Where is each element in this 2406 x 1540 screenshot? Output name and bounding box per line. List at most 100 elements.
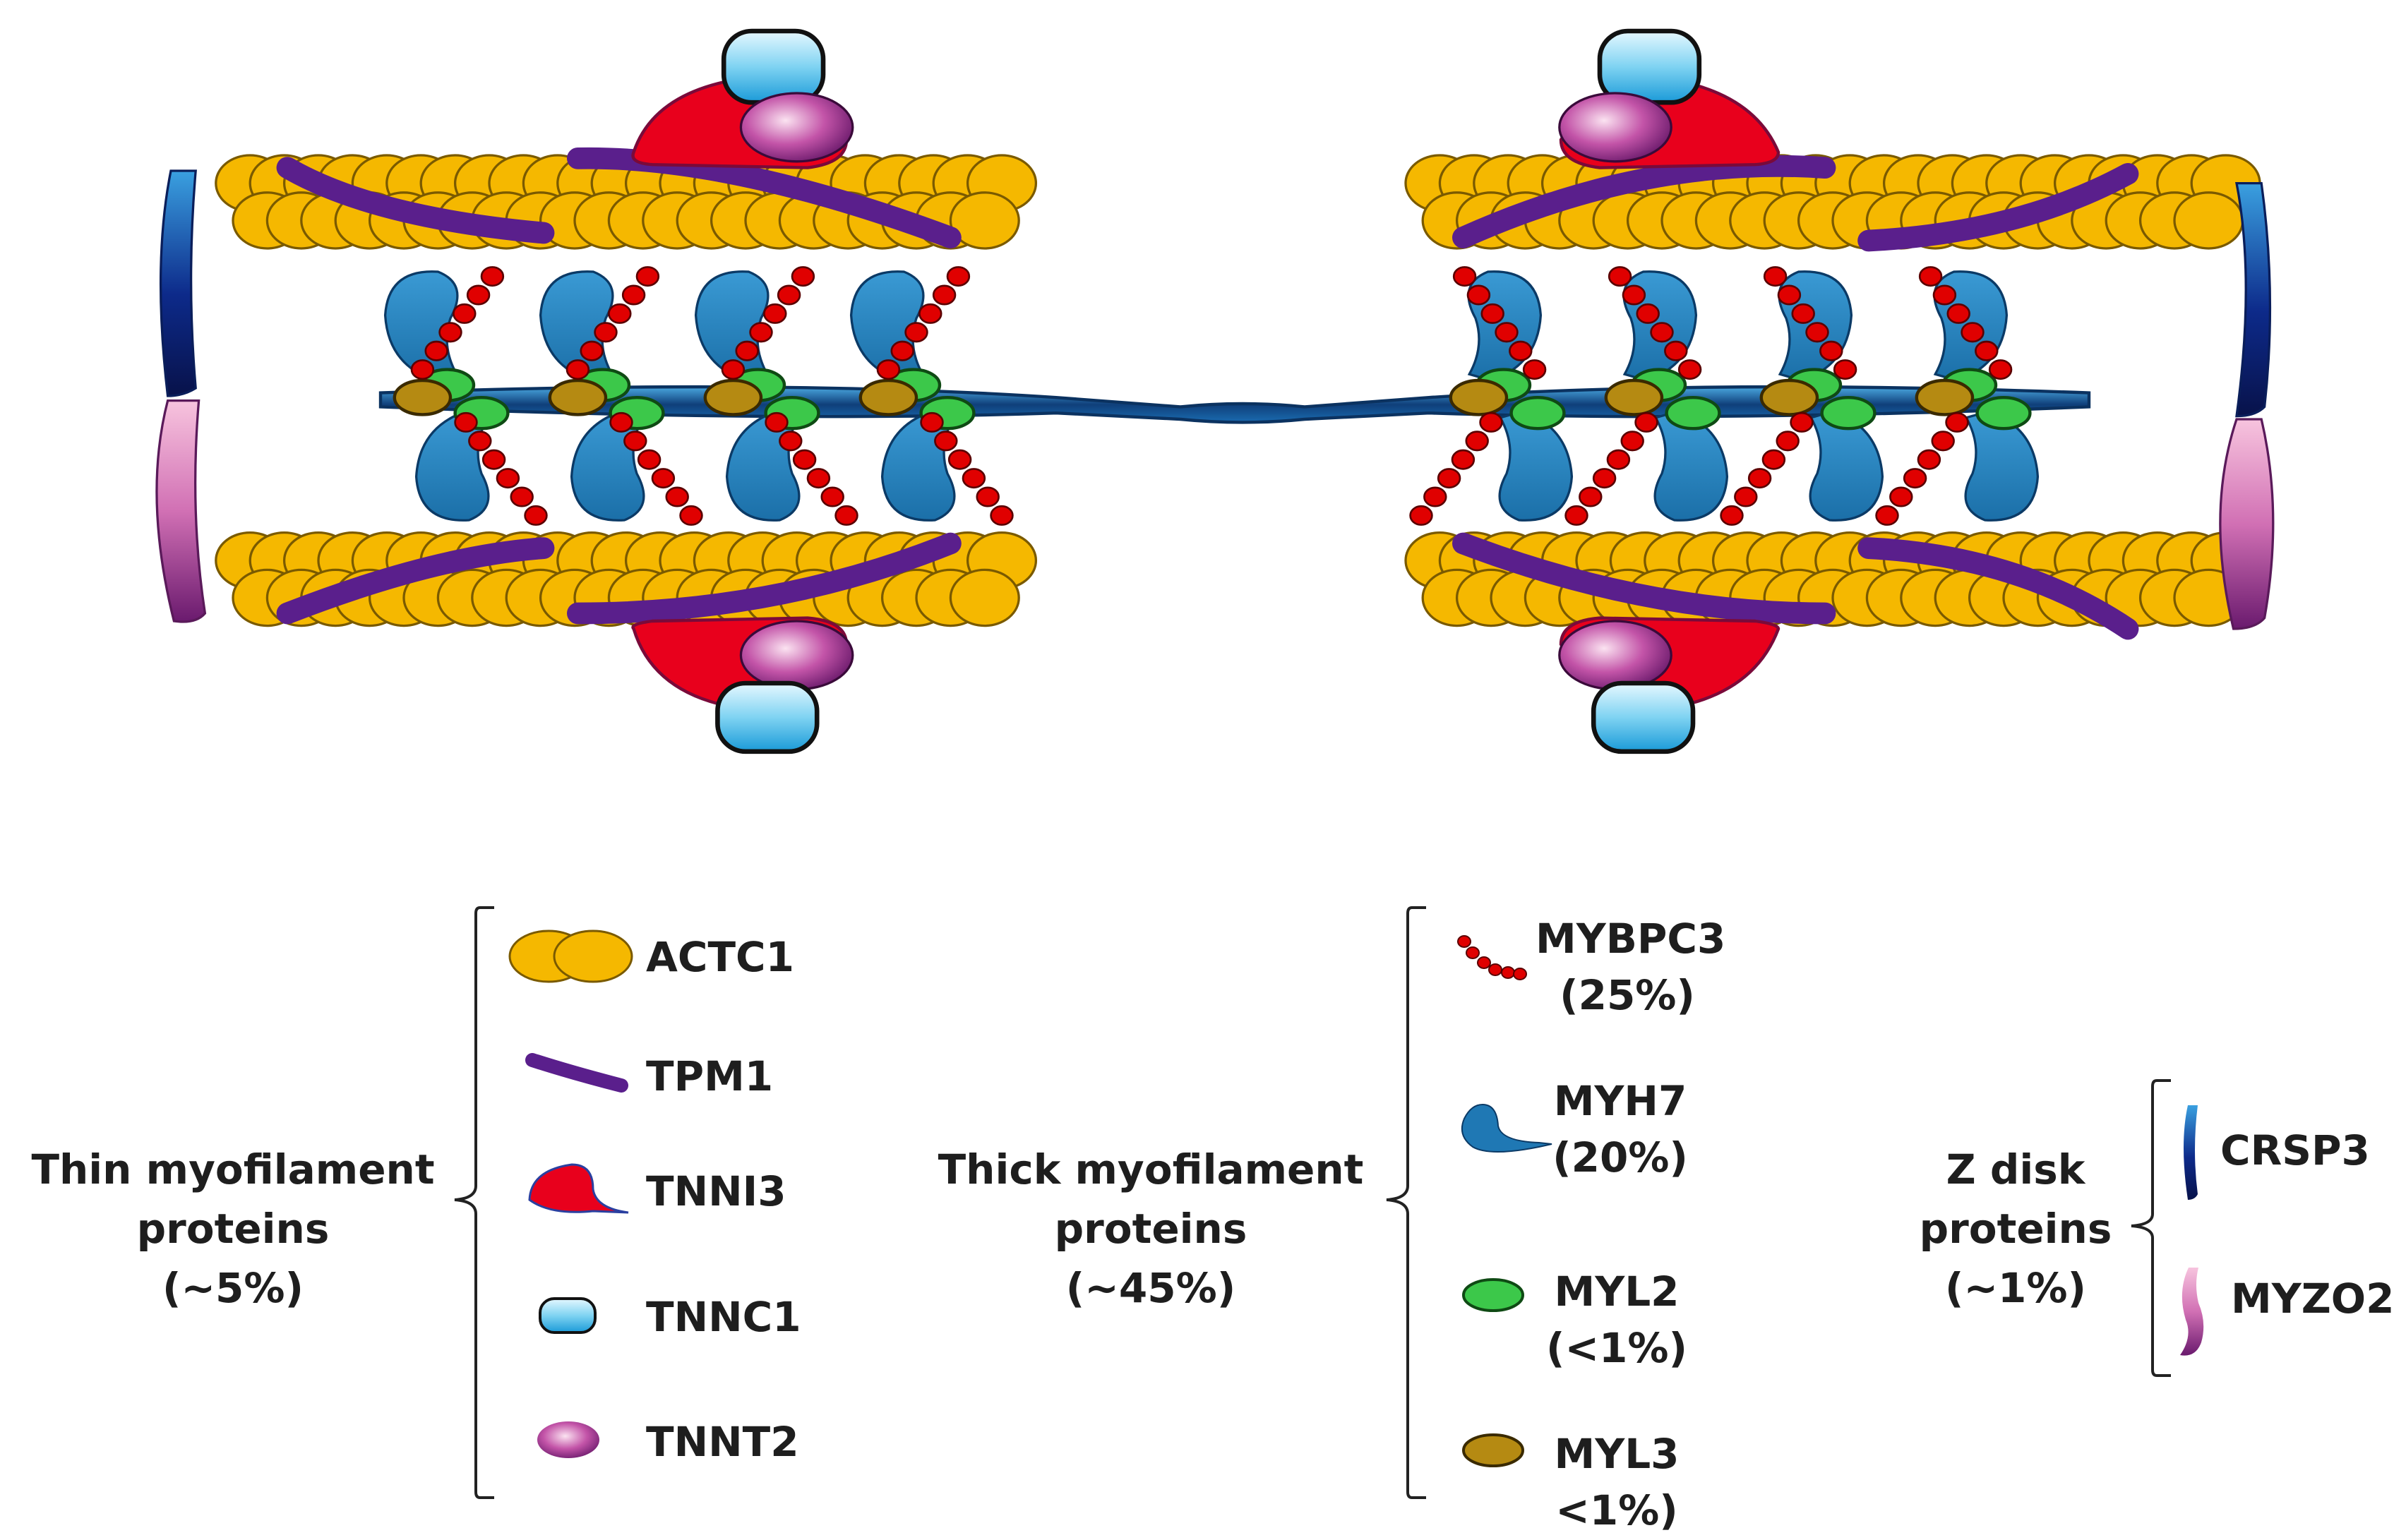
zdisk-group-line1: Z disk (1946, 1145, 2085, 1193)
mybpc3-domain (1791, 303, 1815, 324)
mybpc3-domain (792, 449, 817, 470)
myosin-head (1964, 410, 2040, 522)
thin-group-line3: (~5%) (162, 1264, 304, 1312)
mybpc3-domain (1409, 505, 1433, 526)
mybpc3-domain (1620, 431, 1644, 452)
mybpc3-domain (1931, 431, 1955, 452)
myosin-head (1498, 410, 1574, 522)
mybpc3-domain (1903, 468, 1927, 489)
mybpc3-domain (1522, 359, 1547, 380)
mybpc3-domain (1961, 322, 1985, 343)
mybpc3-domain (763, 303, 787, 324)
myl2-pct: (<1%) (1545, 1324, 1688, 1372)
mybpc3-domain (1833, 359, 1857, 380)
actin-filament-bottom-right (1404, 531, 2261, 627)
myl3-label: MYL3 <1%) (1525, 1426, 1708, 1539)
myl2-light-chain (1509, 396, 1566, 431)
mybpc3-domain (1608, 266, 1632, 287)
myl2-light-chain (1665, 396, 1721, 431)
myl3-light-chain (858, 378, 918, 416)
tpm1-label: TPM1 (646, 1052, 774, 1100)
mybpc3-domain (481, 449, 506, 470)
mybpc3-domain (920, 411, 944, 433)
mybpc3-domain (1423, 486, 1447, 507)
troponin-complex-bottom-right (1558, 616, 1780, 754)
mybpc3-domain (510, 486, 534, 507)
mybpc3-domain (1592, 468, 1617, 489)
myl3-light-chain (548, 378, 608, 416)
myl2-name: MYL2 (1554, 1268, 1680, 1316)
mybpc3-domain (1564, 505, 1588, 526)
mybpc3-domain (791, 266, 815, 287)
mybpc3-domain (1988, 359, 2013, 380)
mybpc3-domain (735, 340, 759, 361)
mybpc3-domain (1650, 322, 1674, 343)
thin-group-line2: proteins (136, 1205, 330, 1253)
mybpc3-domain (1763, 266, 1788, 287)
mybpc3-domain (1776, 431, 1800, 452)
mybpc3-domain (496, 468, 520, 489)
mybpc3-domain (468, 431, 492, 452)
zdisk-group-label: Z disk proteins (~1%) (1899, 1140, 2132, 1318)
myh7-label: MYH7 (20%) (1528, 1073, 1712, 1186)
mybpc3-domain (1634, 411, 1658, 433)
mybpc3-domain (1452, 266, 1477, 287)
mybpc3-name: MYBPC3 (1536, 915, 1726, 963)
mybpc3-domain (1622, 284, 1646, 306)
tropomyosin-icon (525, 1053, 628, 1093)
mybpc3-domain (424, 340, 448, 361)
mybpc3-domain (806, 468, 831, 489)
mybpc3-domain (962, 468, 986, 489)
mybpc3-domain (932, 284, 957, 306)
thin-group-line1: Thin myofilament (31, 1145, 435, 1193)
mybpc3-domain (621, 284, 646, 306)
mybpc3-domain (749, 322, 773, 343)
mybpc3-domain (453, 303, 477, 324)
mybpc3-domain (765, 411, 789, 433)
myl3-name: MYL3 (1554, 1430, 1680, 1478)
zdisk-group-brace (2131, 1079, 2171, 1377)
mybpc3-label: MYBPC3 (25%) (1536, 910, 1726, 1023)
mybpc3-domain (438, 322, 462, 343)
mybpc3-domain (565, 359, 590, 380)
troponin-complex-top-right (1558, 28, 1780, 169)
mybpc3-domain (1946, 303, 1970, 324)
mybpc3-domain (1761, 449, 1786, 470)
mybpc3-domain (480, 266, 505, 287)
mybpc3-domain (834, 505, 858, 526)
myl3-light-chain (1915, 378, 1975, 416)
mybpc3-domain (1932, 284, 1957, 306)
mybpc3-domain (777, 284, 801, 306)
mybpc3-domain (1480, 303, 1504, 324)
mybpc3-pct: (25%) (1560, 971, 1695, 1019)
mybpc3-domain (1451, 449, 1476, 470)
mybpc3-domain (779, 431, 803, 452)
mybpc3-domain (1889, 486, 1913, 507)
myosin-head (1653, 410, 1729, 522)
mybpc3-domain (594, 322, 618, 343)
myh7-name: MYH7 (1553, 1077, 1687, 1125)
mybpc3-domain (904, 322, 928, 343)
z-disk-right (2219, 181, 2275, 630)
mybpc3-domain (976, 486, 1000, 507)
z-disk-left (155, 169, 207, 623)
troponin-c-icon (539, 1297, 597, 1334)
myl2-icon (1462, 1278, 1524, 1312)
myl3-light-chain (393, 378, 453, 416)
thick-group-line1: Thick myofilament (938, 1145, 1364, 1193)
mybpc3-domain (580, 340, 604, 361)
mybpc3-domain (934, 431, 958, 452)
myl3-light-chain (1759, 378, 1819, 416)
tnni3-label: TNNI3 (646, 1167, 786, 1215)
thick-group-line2: proteins (1054, 1205, 1247, 1253)
mybpc3-domain (1918, 266, 1943, 287)
mybpc3-domain (721, 359, 746, 380)
myzo2-label: MYZO2 (2231, 1275, 2395, 1323)
troponin-complex-top-left (631, 28, 854, 169)
myzo2-icon (2180, 1268, 2204, 1356)
mybpc3-domain (679, 505, 703, 526)
mybpc3-domain (1805, 322, 1829, 343)
mybpc3-domain (524, 505, 548, 526)
myh7-pct: (20%) (1552, 1133, 1688, 1181)
